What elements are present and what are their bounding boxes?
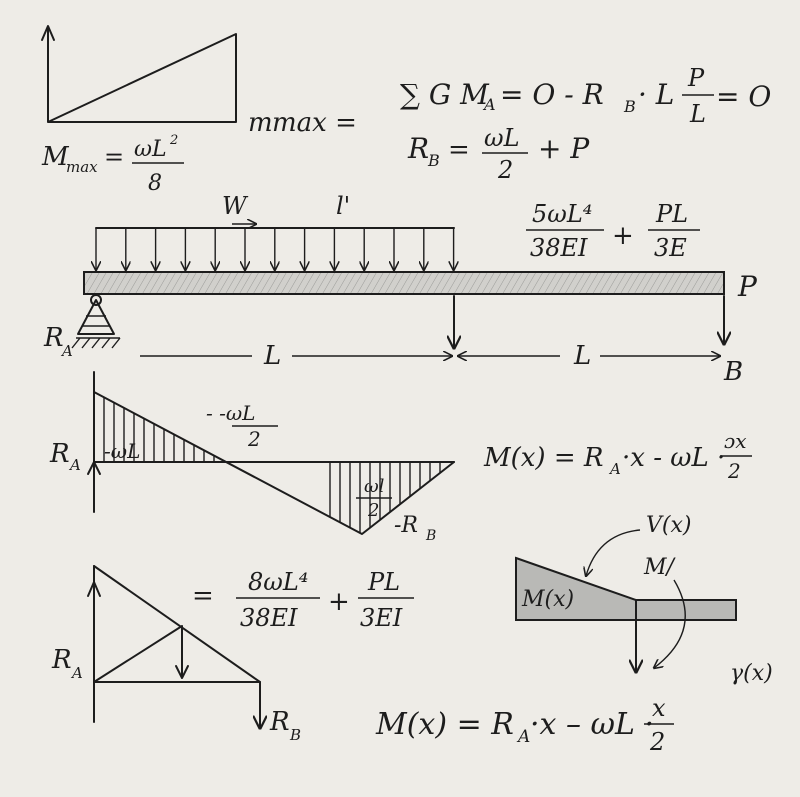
m-max-num: ωL	[134, 137, 167, 162]
section-yx-label: γ(x)	[730, 661, 773, 686]
section-detail: M(x) V(x) M/ γ(x)	[515, 513, 773, 686]
sum-moment-rest: = O - R	[500, 78, 604, 111]
section-mx-label: M(x)	[521, 587, 574, 612]
point-load-label: P	[737, 270, 758, 303]
shear-inner-num: ωl	[364, 476, 385, 497]
moment-eq2-sub: A	[516, 727, 530, 747]
shear-hatching	[103, 397, 441, 533]
truss-arrow-up	[87, 581, 101, 597]
truss-frac1-num: 8ωL⁴	[248, 568, 308, 596]
m-max-lhs: M	[41, 142, 70, 172]
m-max-sub: max	[66, 158, 98, 176]
p-over-l-den: L	[689, 100, 706, 128]
sum-moment-sub2: B	[623, 97, 636, 116]
section-bar	[635, 599, 737, 621]
sum-moment-sub: A	[482, 95, 496, 114]
rb-den: 2	[497, 156, 513, 184]
moment-eq1-sub: A	[608, 460, 621, 478]
sum-moment-rhs: = O	[716, 80, 771, 113]
sum-moment-text: ∑ G M	[400, 78, 490, 111]
moment-equation-2: M(x) = R A ·x – ωL · x 2	[375, 694, 674, 756]
shear-half-den: 2	[247, 427, 261, 451]
sum-moment-tail: · L	[638, 78, 674, 111]
shear-neg-wl: -ωL	[104, 439, 140, 463]
moment-eq1-den: 2	[727, 459, 741, 483]
pl-num: PL	[655, 200, 688, 228]
beam-assembly: W l' P R A L L B 5ωL⁴ 38EI + PL	[43, 192, 758, 387]
m-max-num-exp: 2	[169, 133, 178, 148]
moment-eq2-text: M(x) = R	[375, 707, 514, 742]
truss-ra-label: R	[51, 645, 72, 675]
section-vx-arrow	[586, 529, 641, 576]
truss-diagram: R A R B = 8ωL⁴ 38EI + PL 3EI	[51, 565, 414, 744]
shear-neg-rb: -R	[394, 513, 418, 538]
shear-neg-rb-sub: B	[425, 528, 436, 544]
shear-half-num: - -ωL	[206, 401, 255, 425]
truss-frac1-den: 38EI	[240, 604, 298, 632]
truss-inner-arrow	[175, 665, 189, 679]
rb-eq: =	[448, 135, 470, 165]
shear-ra-sub: A	[68, 456, 81, 474]
truss-ra-sub: A	[70, 664, 83, 682]
m-partial-label: m	[248, 108, 273, 138]
p-over-l-num: P	[687, 64, 705, 92]
section-m-arc	[654, 579, 686, 668]
moment-eq2-rest: ·x – ωL ·	[530, 707, 654, 742]
rb-tail: + P	[538, 132, 590, 165]
shear-inner-den: 2	[367, 500, 379, 521]
beam-body-shade	[85, 273, 723, 293]
deflection-num: 5ωL⁴	[532, 200, 592, 228]
truss-frac2-den: 3EI	[360, 604, 403, 632]
max-partial-label: max =	[272, 108, 357, 138]
shear-arrow-up	[87, 461, 101, 481]
moment-eq2-num: x	[652, 694, 666, 722]
shear-positive	[93, 391, 455, 535]
rb-sub: B	[427, 151, 440, 170]
moment-eq1-text: M(x) = R	[483, 443, 603, 473]
moment-eq2-den: 2	[649, 728, 665, 756]
truss-eq: =	[192, 581, 214, 611]
shear-diagram: R A -ωL - -ωL 2 ωl 2 -R B	[49, 371, 455, 544]
top-moment-axis-arrow	[41, 25, 55, 41]
pin-support	[71, 294, 121, 349]
span1-label: L	[263, 341, 281, 371]
equilibrium-equations: ∑ G M A = O - R B · L P L = O R B = ωL 2…	[400, 64, 771, 184]
load-label-w: W	[222, 192, 249, 220]
span2-label: L	[573, 341, 591, 371]
load-label-l: l'	[336, 192, 350, 220]
rb-num: ωL	[484, 124, 520, 152]
deflection-den: 38EI	[530, 234, 588, 262]
top-moment-axes	[47, 27, 237, 123]
truss-rb-label: R	[269, 707, 290, 737]
m-max-den: 8	[148, 171, 162, 196]
rb-lhs: R	[407, 132, 429, 165]
deflection-plus: +	[612, 221, 634, 251]
end-label-b: B	[723, 357, 743, 387]
truss-frame	[93, 565, 261, 683]
truss-frac2-num: PL	[367, 568, 400, 596]
support-sub: A	[60, 342, 73, 360]
top-moment-diagram: m max = M max = ωL 2 8	[41, 25, 357, 196]
shear-ra-label: R	[49, 439, 70, 469]
m-max-eq: =	[104, 143, 124, 171]
support-label: R	[43, 323, 64, 353]
moment-equation-1: M(x) = R A ·x - ωL · ɔx 2	[483, 429, 752, 483]
section-vx-label: V(x)	[646, 513, 691, 538]
section-m-label: M/	[643, 555, 677, 580]
truss-rb-sub: B	[289, 726, 301, 744]
moment-eq1-num: ɔx	[724, 429, 746, 453]
moment-eq1-rest: ·x - ωL ·	[622, 443, 725, 473]
pl-den: 3E	[654, 234, 687, 262]
distributed-load-arrows	[96, 228, 454, 270]
truss-plus: +	[328, 587, 350, 617]
